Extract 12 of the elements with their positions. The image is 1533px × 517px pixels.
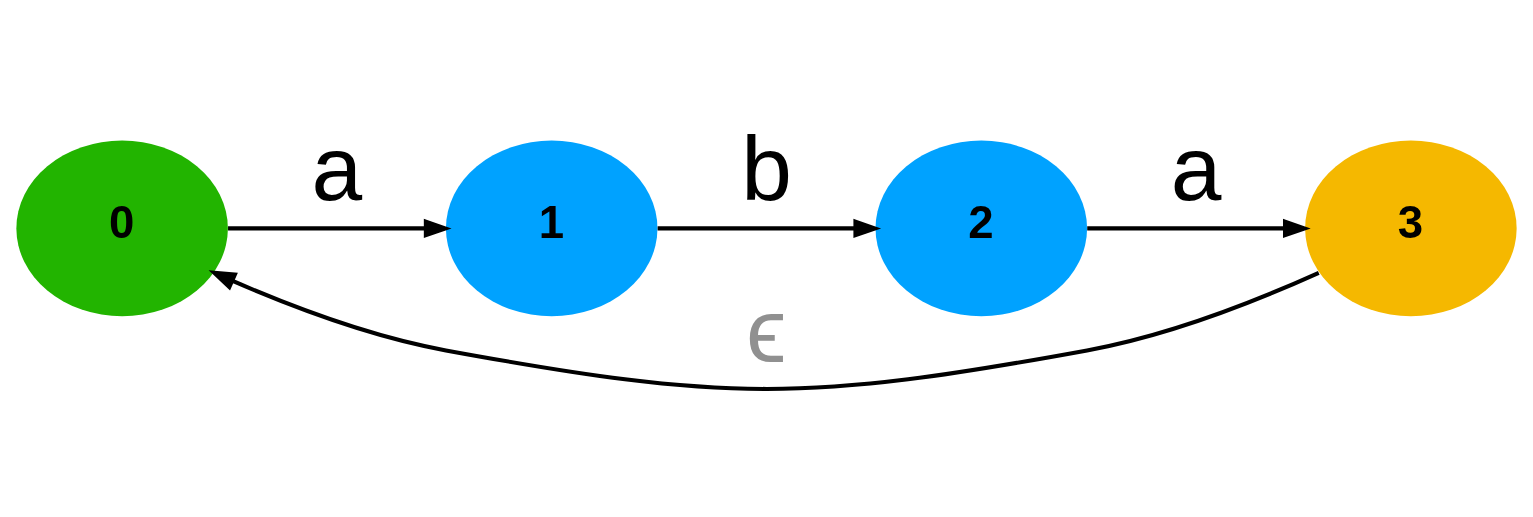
edge-label: b xyxy=(741,118,792,220)
arrow xyxy=(208,270,1320,391)
arrow xyxy=(657,218,882,239)
edge-label: a xyxy=(311,118,363,220)
edge-label: ϵ xyxy=(746,279,787,381)
node-ellipse: 1 xyxy=(445,140,658,317)
arrow xyxy=(228,218,452,239)
arrow xyxy=(1087,218,1311,239)
node-ellipse: 0 xyxy=(16,140,228,317)
node-ellipse: 2 xyxy=(875,140,1088,317)
edge-label: a xyxy=(1170,118,1222,220)
node-ellipse: 3 xyxy=(1305,140,1517,317)
